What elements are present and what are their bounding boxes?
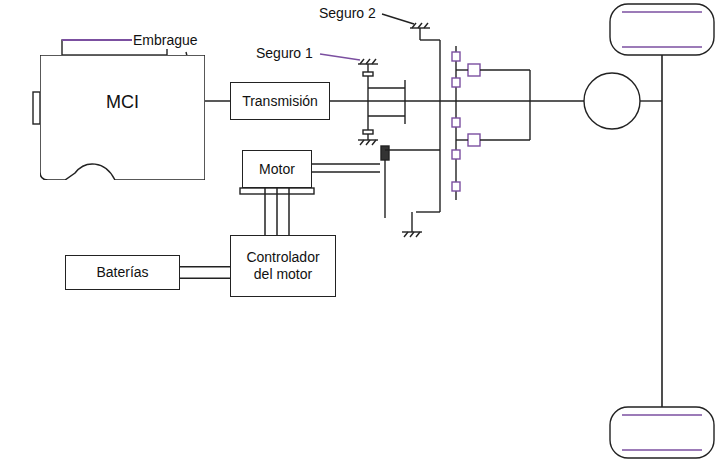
wire-connector [276,188,278,235]
engine-block: MCI [40,55,205,180]
node-text: Controlador del motor [231,249,335,283]
node-text: Transmisión [236,93,324,110]
wire-connector [180,278,230,280]
wire-connector [288,188,290,235]
wire-connector [205,100,230,102]
motor-box: Motor [242,150,312,188]
node-text: MCI [100,92,145,114]
battery-box: Baterías [65,255,180,290]
callout-label: Embrague [132,32,199,49]
wire-connector [264,188,266,235]
engine-outline [40,55,205,180]
transmission-box: Transmisión [230,82,330,120]
callout-label: Seguro 1 [255,45,314,62]
node-text: Motor [253,161,301,178]
node-text: Baterías [90,264,154,281]
callout-label: Seguro 2 [318,5,377,22]
controller-box: Controlador del motor [230,235,336,297]
wire-connector [180,266,230,268]
